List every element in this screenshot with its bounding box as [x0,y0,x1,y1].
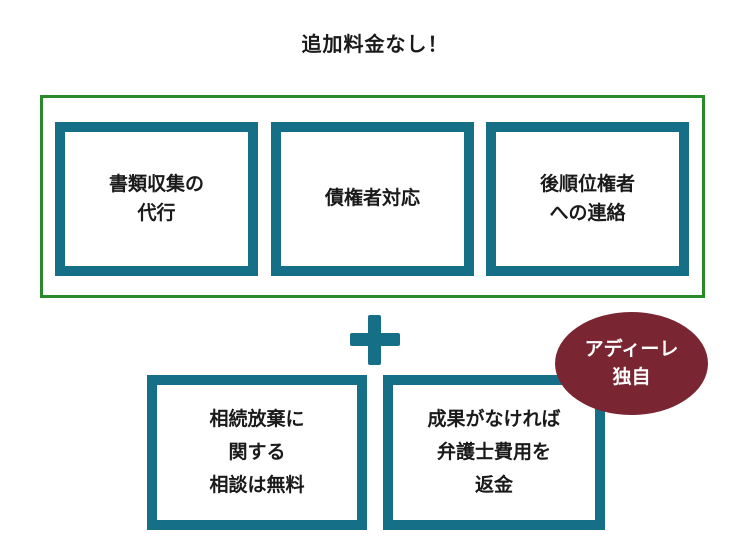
service-label-subsequent-heir-contact: 後順位権者 への連絡 [539,172,635,224]
service-box-document-collection: 書類収集の 代行 [55,122,258,276]
service-label-document-collection: 書類収集の 代行 [108,172,204,224]
service-label-free-consultation: 相続放棄に 関する 相談は無料 [209,407,305,497]
service-label-refund-guarantee: 成果がなければ 弁護士費用を 返金 [427,407,561,497]
service-box-refund-guarantee: 成果がなければ 弁護士費用を 返金 [383,375,605,530]
service-box-subsequent-heir-contact: 後順位権者 への連絡 [486,122,689,276]
service-label-creditor-handling: 債権者対応 [324,187,420,210]
service-box-free-consultation: 相続放棄に 関する 相談は無料 [147,375,367,530]
plus-icon-vertical-bar [368,315,381,365]
exclusive-badge-label: アディーレ 独自 [584,337,679,388]
diagram-title: 追加料金なし！ [301,32,449,56]
exclusive-badge: アディーレ 独自 [555,312,708,415]
included-services-frame [40,95,705,298]
plus-icon [350,315,400,365]
service-box-creditor-handling: 債権者対応 [271,122,474,276]
